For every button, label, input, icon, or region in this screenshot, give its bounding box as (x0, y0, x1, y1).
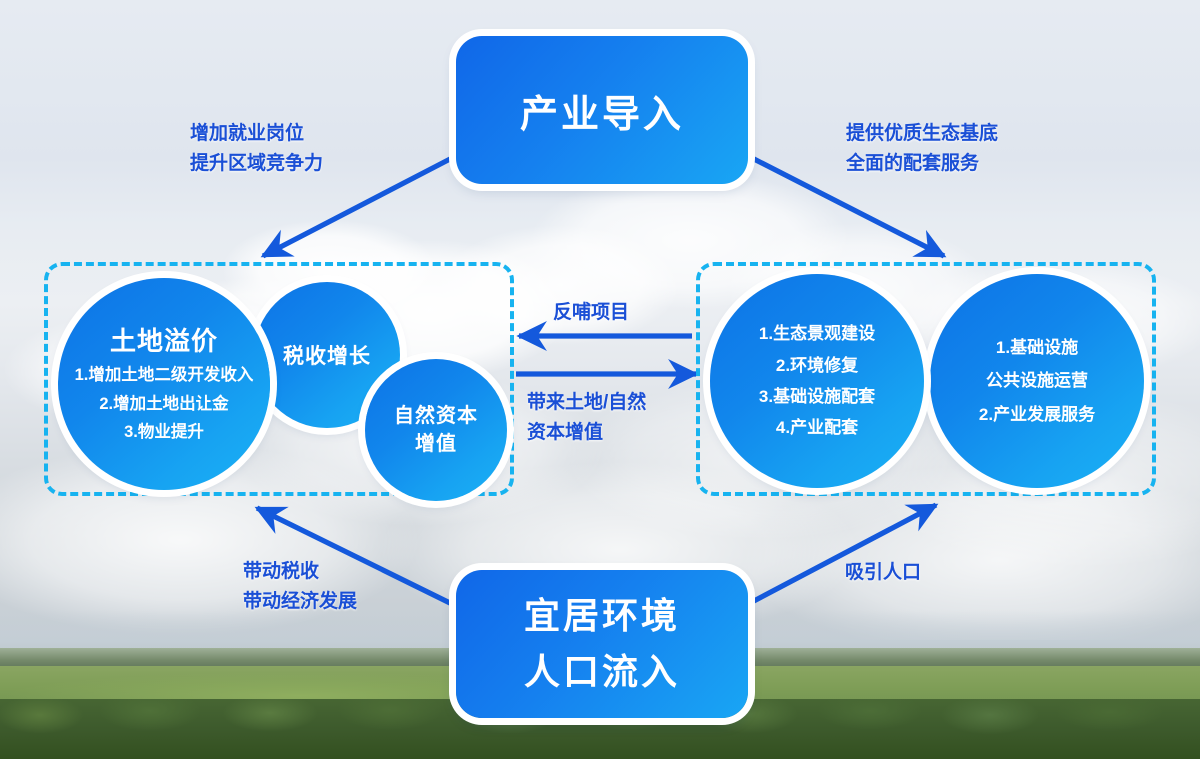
arrow-label-top-right-line-1: 提供优质生态基底 (846, 123, 999, 144)
circle-infra-item-1: 1.基础设施 (995, 338, 1079, 358)
arrow-label-bottom-right-line-1: 吸引人口 (845, 562, 922, 583)
arrow-label-bottom-right: 吸引人口 (845, 558, 921, 588)
node-industry-introduction[interactable]: 产业导入 (456, 36, 748, 184)
arrow-label-top-right: 提供优质生态基底 全面的配套服务 (846, 119, 998, 180)
circle-eco-item-3: 3.基础设施配套 (758, 387, 876, 406)
circle-natural-capital-title-line-1: 自然资本 (394, 405, 478, 427)
group-box-left (44, 262, 514, 496)
circle-tax-growth-title: 税收增长 (283, 345, 371, 368)
circle-infra-item-3: 2.产业发展服务 (978, 404, 1096, 424)
circle-infrastructure-operations[interactable]: 1.基础设施 公共设施运营 2.产业发展服务 (930, 274, 1144, 488)
circle-eco-item-1: 1.生态景观建设 (758, 324, 876, 344)
node-livable-label-line-2: 人口流入 (523, 651, 680, 692)
arrow-label-value-line-2: 资本增值 (527, 422, 604, 444)
circle-land-premium-item-3: 3.物业提升 (124, 423, 204, 442)
circle-land-premium[interactable]: 土地溢价 1.增加土地二级开发收入 2.增加土地出让金 3.物业提升 (58, 278, 270, 490)
circle-infra-item-2: 公共设施运营 (986, 371, 1088, 391)
arrow-label-top-left-line-2: 提升区域竞争力 (190, 153, 324, 175)
arrow-label-top-left-line-1: 增加就业岗位 (190, 123, 305, 144)
circle-land-premium-item-2: 2.增加土地出让金 (99, 394, 229, 413)
arrow-label-bottom-left: 带动税收 带动经济发展 (243, 557, 357, 618)
arrow-label-value-line-1: 带来土地/自然 (527, 392, 647, 413)
arrow-label-value-increase: 带来土地/自然 资本增值 (527, 388, 646, 449)
circle-land-premium-item-1: 1.增加土地二级开发收入 (74, 366, 254, 385)
circle-natural-capital-title-line-2: 增值 (415, 433, 457, 455)
arrow-label-bottom-left-line-1: 带动税收 (243, 561, 320, 582)
circle-land-premium-title: 土地溢价 (109, 326, 218, 357)
arrow-label-top-right-line-2: 全面的配套服务 (846, 153, 980, 175)
group-box-right (696, 262, 1156, 496)
circle-eco-item-2: 2.环境修复 (775, 355, 859, 375)
node-livable-environment[interactable]: 宜居环境 人口流入 (456, 570, 748, 718)
circle-ecological-construction[interactable]: 1.生态景观建设 2.环境修复 3.基础设施配套 4.产业配套 (710, 274, 924, 488)
arrow-label-top-left: 增加就业岗位 提升区域竞争力 (190, 119, 323, 180)
arrow-label-feedback: 反哺项目 (553, 298, 629, 328)
circle-natural-capital[interactable]: 自然资本 增值 (365, 359, 507, 501)
node-livable-label-line-1: 宜居环境 (523, 595, 680, 637)
arrow-label-feedback-line-1: 反哺项目 (553, 302, 630, 323)
arrow-label-bottom-left-line-2: 带动经济发展 (243, 591, 358, 613)
circle-eco-item-4: 4.产业配套 (775, 418, 859, 438)
node-industry-label: 产业导入 (519, 93, 684, 136)
